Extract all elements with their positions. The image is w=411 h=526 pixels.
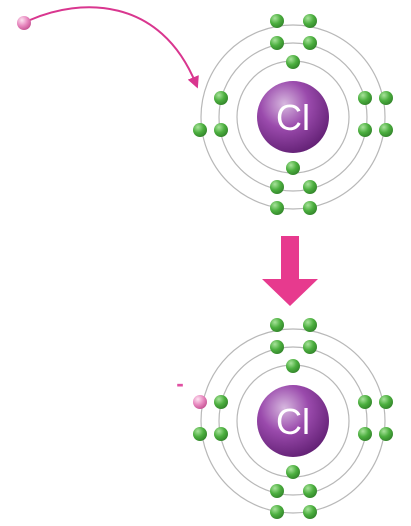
shell-3 — [200, 328, 386, 514]
electron — [379, 395, 393, 409]
electron — [286, 161, 300, 175]
electron — [214, 395, 228, 409]
electron-group — [193, 14, 393, 215]
electron — [214, 427, 228, 441]
electron — [270, 505, 284, 519]
electron — [270, 14, 284, 28]
electron — [379, 91, 393, 105]
nucleus — [257, 81, 329, 153]
electron — [270, 180, 284, 194]
electron — [270, 340, 284, 354]
electron — [358, 427, 372, 441]
electron — [358, 123, 372, 137]
shell-2 — [218, 346, 368, 496]
shell-2 — [218, 42, 368, 192]
electron — [214, 123, 228, 137]
electron — [270, 36, 284, 50]
shell-3 — [200, 24, 386, 210]
electron — [303, 340, 317, 354]
electron — [303, 201, 317, 215]
electron — [286, 359, 300, 373]
electron-group — [193, 318, 393, 519]
nucleus-symbol: Cl — [276, 401, 310, 442]
electron — [303, 14, 317, 28]
gained-electron — [193, 395, 207, 409]
electron — [270, 484, 284, 498]
ion-charge: - — [176, 371, 183, 396]
electron — [358, 395, 372, 409]
electron — [303, 318, 317, 332]
electron-path-arrow — [29, 6, 199, 89]
electron — [270, 201, 284, 215]
electron — [303, 484, 317, 498]
electron — [379, 427, 393, 441]
incoming-electron — [17, 16, 31, 30]
electron — [193, 123, 207, 137]
electron — [358, 91, 372, 105]
electron — [379, 123, 393, 137]
electron — [270, 318, 284, 332]
reaction-arrow — [262, 236, 318, 306]
electron — [286, 55, 300, 69]
electron — [303, 505, 317, 519]
nucleus-symbol: Cl — [276, 97, 310, 138]
electron — [303, 36, 317, 50]
nucleus — [257, 385, 329, 457]
electron — [193, 427, 207, 441]
incoming-electron-group — [17, 6, 199, 89]
electron — [214, 91, 228, 105]
electron — [303, 180, 317, 194]
chlorine-atom: Cl — [193, 14, 393, 215]
chloride-ion: Cl — [193, 318, 393, 519]
electron — [286, 465, 300, 479]
